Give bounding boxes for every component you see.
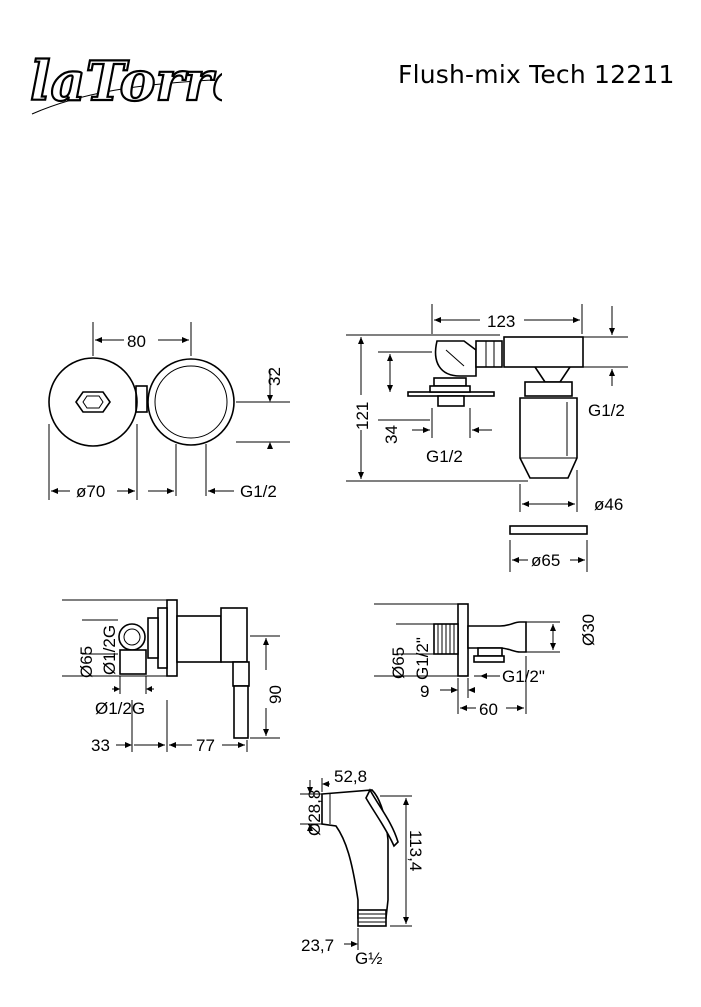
holder-inlet-thread-label: G1/2" — [413, 637, 432, 680]
handshower-head-diameter-label: Ø28,8 — [305, 790, 324, 836]
mixer-lever — [233, 685, 249, 739]
side-plate-diameter-label: ø65 — [531, 551, 560, 570]
front-width-label: 80 — [127, 332, 146, 351]
mixer-inlet-thread-label: Ø1/2G — [100, 625, 119, 675]
handshower-detail: Ø28,8 52,8 113,4 23,7 G½ — [300, 767, 425, 968]
front-view: 80 32 ø70 G1/2 — [48, 322, 290, 501]
logo: laTorre — [29, 48, 222, 115]
holder-detail: Ø65 G1/2" Ø30 G1/2" 9 6 — [374, 603, 598, 719]
handshower-thread-label: G½ — [355, 949, 382, 968]
holder-wall-plate — [457, 603, 469, 677]
mixer-plate-circle — [48, 357, 138, 447]
bottom-flange — [509, 525, 588, 535]
side-height-label: 121 — [353, 402, 372, 430]
side-thread-bottom-label: G1/2 — [426, 447, 463, 466]
handshower-trigger — [365, 788, 399, 848]
handshower-handle-width-label: 23,7 — [301, 936, 334, 955]
connector — [135, 385, 148, 413]
logo-wordmark: laTorre — [30, 49, 222, 113]
side-view: 123 121 34 G1/2 — [346, 304, 628, 572]
side-body-diameter-label: ø46 — [594, 495, 623, 514]
front-thread-label: G1/2 — [240, 482, 277, 501]
mixer-plate-diameter-label: Ø65 — [77, 646, 96, 678]
page-title: Flush-mix Tech 12211 — [398, 60, 675, 89]
side-thread-top-label: G1/2 — [588, 401, 625, 420]
mixer-height-label: 90 — [266, 685, 285, 704]
holder-plate-thickness-label: 9 — [420, 682, 429, 701]
inlet-ring — [118, 623, 146, 651]
mixer-wall-plate — [166, 599, 178, 677]
side-depth-label: 123 — [487, 312, 515, 331]
hex-nut — [75, 391, 111, 413]
handshower-head-length-label: 52,8 — [334, 767, 367, 786]
mixer-valve-body — [176, 615, 222, 663]
mixer-outlet-thread-label: Ø1/2G — [95, 699, 145, 718]
handshower-length-label: 113,4 — [406, 830, 425, 871]
mixer-detail: Ø65 Ø1/2G Ø1/2G 90 — [62, 599, 285, 755]
holder-plate-diameter-label: Ø65 — [389, 647, 408, 679]
mixer-offset-right-label: 77 — [196, 736, 215, 755]
holder-diameter-label: Ø30 — [579, 614, 598, 646]
side-inlet-height-label: 34 — [382, 425, 401, 444]
front-plate-diameter-label: ø70 — [76, 482, 105, 501]
front-offset-label: 32 — [265, 367, 284, 386]
holder-depth-label: 60 — [479, 700, 498, 719]
mixer-body — [519, 397, 578, 479]
mixer-offset-left-label: 33 — [91, 736, 110, 755]
holder-outlet-thread-label: G1/2" — [502, 667, 545, 686]
valve-plate-circle — [147, 358, 235, 446]
valve-head — [503, 336, 584, 368]
